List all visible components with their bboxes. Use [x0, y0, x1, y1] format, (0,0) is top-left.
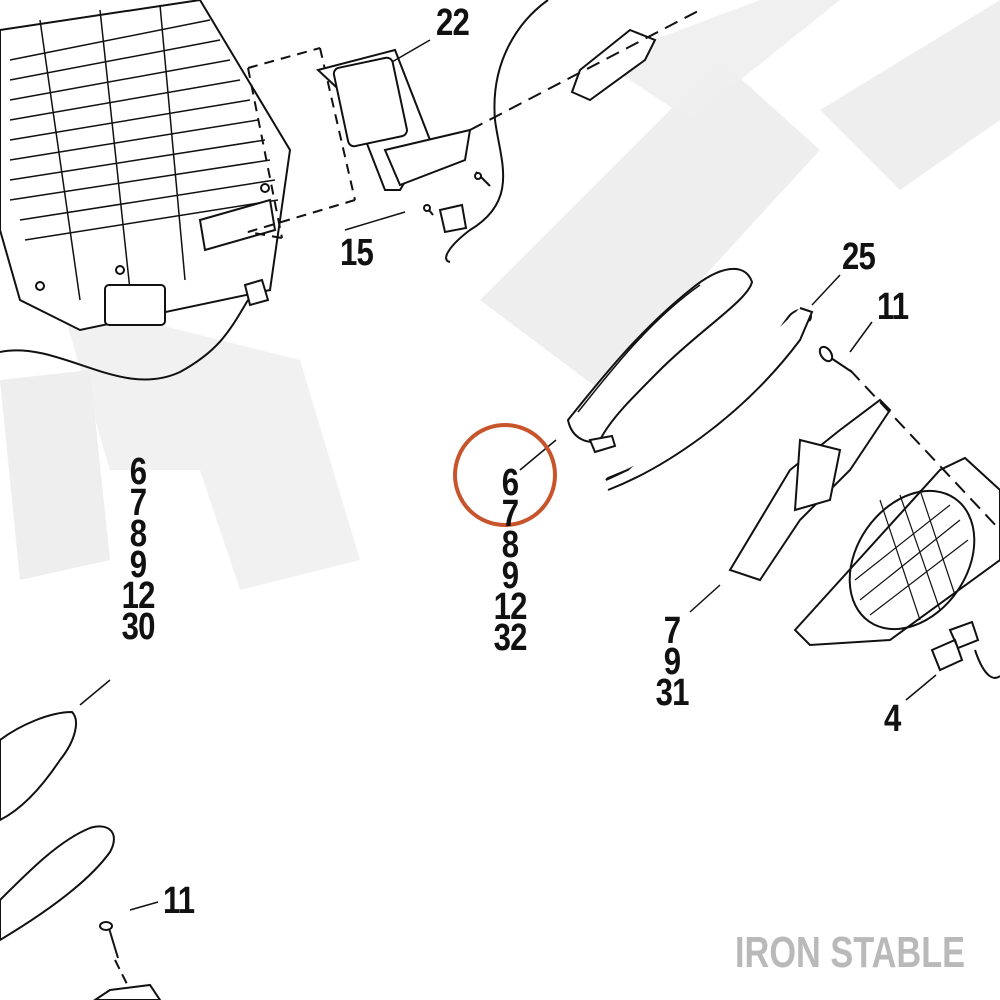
callout-stack-center: 6 7 8 9 12 32 [493, 462, 528, 659]
highlight-circle [453, 423, 557, 527]
callout-22: 22 [436, 2, 470, 44]
screw-set [99, 171, 853, 959]
callout-stack-right-item: 7 [663, 610, 681, 652]
dashed-bracket [247, 47, 356, 239]
callout-11-top: 11 [877, 286, 909, 328]
connector-plug [438, 203, 468, 234]
callout-stack-right-item: 31 [655, 672, 690, 714]
callout-stack-center-item: 6 [501, 462, 519, 504]
speaker-trim-frame [566, 267, 754, 454]
speaker-bracket [728, 398, 892, 582]
speaker-gasket [605, 307, 814, 491]
callout-stack-right-item: 9 [663, 641, 681, 683]
callout-25: 25 [842, 236, 876, 278]
callout-stack-left-item: 30 [121, 606, 156, 648]
callout-stack-left-item: 8 [129, 513, 147, 555]
module-cable [445, 0, 549, 263]
radio-module [315, 48, 472, 191]
mount-bracket [570, 28, 657, 102]
callout-stack-center-item: 32 [493, 617, 528, 659]
brand-watermark-text: IRON STABLE [735, 928, 966, 977]
speaker-connector [930, 620, 980, 672]
callout-11-bottom: 11 [163, 880, 195, 922]
callout-stack-center-item: 7 [501, 493, 519, 535]
speaker-driver [793, 456, 1000, 647]
callout-stack-center-item: 9 [501, 555, 519, 597]
callout-stack-center-item: 12 [493, 586, 528, 628]
callout-stack-left: 6 7 8 9 12 30 [121, 451, 156, 648]
speaker-wire [974, 649, 1000, 679]
callout-4: 4 [884, 698, 901, 740]
dash-line-speaker [849, 369, 1000, 531]
leader-lines [79, 39, 937, 911]
callout-stack-left-item: 12 [121, 575, 156, 617]
callout-15: 15 [340, 232, 374, 274]
watermark-graphic [0, 0, 1000, 590]
amplifier-unit [0, 0, 292, 332]
callout-stack-center-item: 8 [501, 524, 519, 566]
lower-trim-pieces [0, 710, 162, 1000]
callout-stack-right: 7 9 31 [655, 610, 690, 714]
callout-stack-left-item: 9 [129, 544, 147, 586]
callout-stack-left-item: 7 [129, 482, 147, 524]
amplifier-cable [0, 299, 249, 381]
callout-stack-left-item: 6 [129, 451, 147, 493]
